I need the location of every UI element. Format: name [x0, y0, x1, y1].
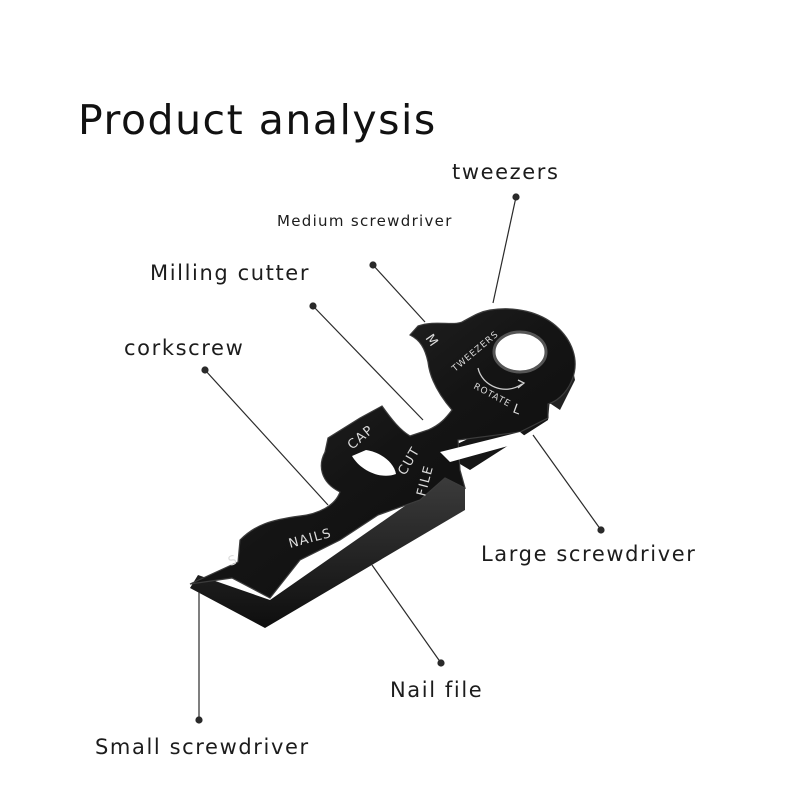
tool-body: [189, 308, 576, 599]
label-large-screwdriver: Large screwdriver: [481, 542, 697, 566]
label-milling-cutter: Milling cutter: [150, 261, 311, 285]
label-nail-file: Nail file: [390, 678, 484, 702]
label-corkscrew: corkscrew: [124, 336, 245, 360]
tool-file-slot: [440, 432, 530, 462]
label-small-screwdriver: Small screwdriver: [95, 735, 310, 759]
label-medium-screwdriver: Medium screwdriver: [277, 212, 453, 230]
leader-lines: [195, 193, 605, 724]
label-tweezers: tweezers: [452, 160, 560, 184]
tool-cap-cutout: [352, 450, 396, 476]
page-title: Product analysis: [78, 96, 437, 144]
